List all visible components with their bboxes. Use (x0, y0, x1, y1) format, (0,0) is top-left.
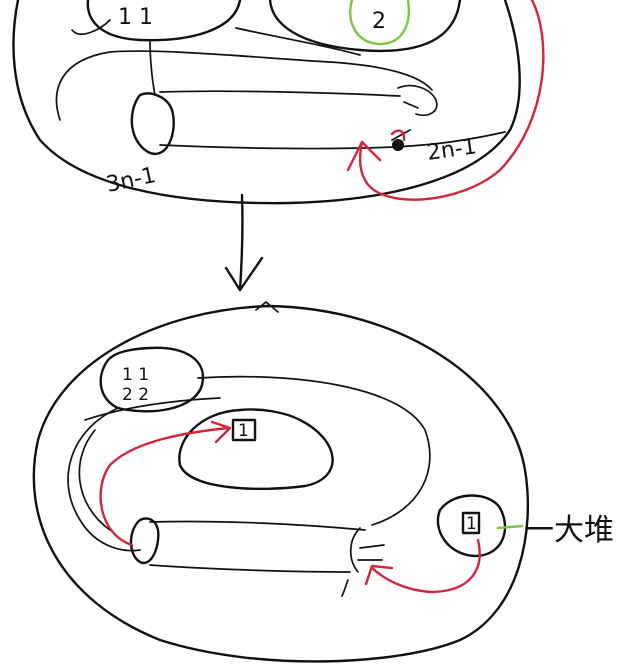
top-line-to-right-edge (394, 131, 506, 148)
bottom-top-left-circle (99, 346, 205, 413)
bottom-red-arrow-right (370, 538, 481, 594)
top-green-circle-label: 2 (372, 9, 386, 34)
bottom-top-left-label-line2: 2 2 (122, 385, 149, 405)
top-right-partial-blob (268, 0, 462, 53)
bottom-right-square (461, 511, 481, 535)
bottom-left-strand (67, 407, 141, 552)
bottom-cylinder-left-end (129, 517, 160, 565)
bottom-tube-outer-loop (197, 375, 431, 526)
bottom-red-arrowhead-left (210, 420, 232, 444)
top-left-partial-blob (86, 0, 242, 42)
top-tube-left-end (130, 92, 175, 156)
bottom-right-circle-label: 1 (466, 514, 477, 534)
bottom-figure: 1 1 2 2 1 1 一大堆 (32, 301, 614, 663)
bottom-red-arrowhead-right (364, 564, 394, 586)
bottom-outer-body (32, 304, 530, 663)
top-strand-a (71, 19, 111, 35)
down-arrow-head (224, 256, 264, 292)
top-black-dot (392, 139, 404, 151)
top-outer-body (12, 0, 521, 205)
transition-arrow (224, 193, 264, 292)
green-circle (349, 0, 411, 46)
bottom-cylinder-top (149, 520, 366, 531)
bottom-inner-label: 1 (238, 421, 249, 441)
bottom-inner-square (231, 418, 257, 442)
bottom-cylinder-right-end (341, 527, 385, 597)
top-strand-b (235, 27, 361, 56)
top-tube-upper-line (55, 50, 433, 121)
bottom-red-arrow-left (99, 426, 230, 547)
top-strand-c (149, 39, 156, 96)
bottom-green-pointer (496, 524, 524, 530)
top-red-arrowhead (346, 140, 382, 172)
top-red-dot-stroke (390, 129, 406, 142)
bottom-top-notch (255, 301, 279, 313)
bottom-inner-hole (178, 408, 334, 490)
down-arrow-shaft (238, 193, 244, 292)
bottom-tube-inner-loop (84, 397, 221, 421)
top-red-arc (358, 0, 545, 201)
bottom-green-annotation: 一大堆 (524, 513, 614, 548)
top-figure: 3n-1 2n-1 2 1 1 (12, 0, 545, 205)
bottom-left-strand-2 (78, 429, 111, 531)
bottom-right-circle (436, 494, 507, 558)
bottom-cylinder-bottom (149, 564, 351, 573)
top-partial-label: 1 1 (118, 5, 153, 30)
bottom-top-left-label-line1: 1 1 (122, 365, 149, 385)
top-tube-middle-line (159, 90, 401, 97)
top-right-edge-label: 2n-1 (425, 134, 478, 166)
top-tube-right-end (391, 84, 438, 141)
